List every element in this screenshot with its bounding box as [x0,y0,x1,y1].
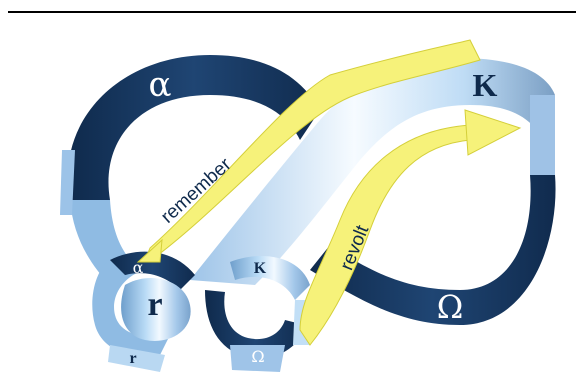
small-alpha-band [110,251,195,290]
kappa-band [190,58,555,285]
small-omega-label: Ω [251,347,264,366]
small-right-loop [205,290,305,359]
omega-band [310,175,556,325]
big-alpha-label: α [149,65,172,105]
small-r-bottom-label: r [129,350,136,367]
revolt-arrow [299,109,522,346]
small-alpha-label: α [133,258,144,277]
small-kappa-band [230,255,310,300]
small-r-center-label: r [147,286,162,323]
remember-arrow [136,39,481,263]
small-left-loop [92,260,170,357]
small-kappa-label: K [254,260,267,277]
left-edge-strip [60,150,75,215]
alpha-band [67,55,321,200]
big-kappa-label: K [473,67,498,103]
small-omega-band [230,345,285,372]
small-loop [92,251,312,372]
big-omega-label: Ω [437,288,464,326]
small-r-face [121,277,191,341]
small-r-bottom-band [108,345,165,372]
right-edge-strip [530,95,555,175]
